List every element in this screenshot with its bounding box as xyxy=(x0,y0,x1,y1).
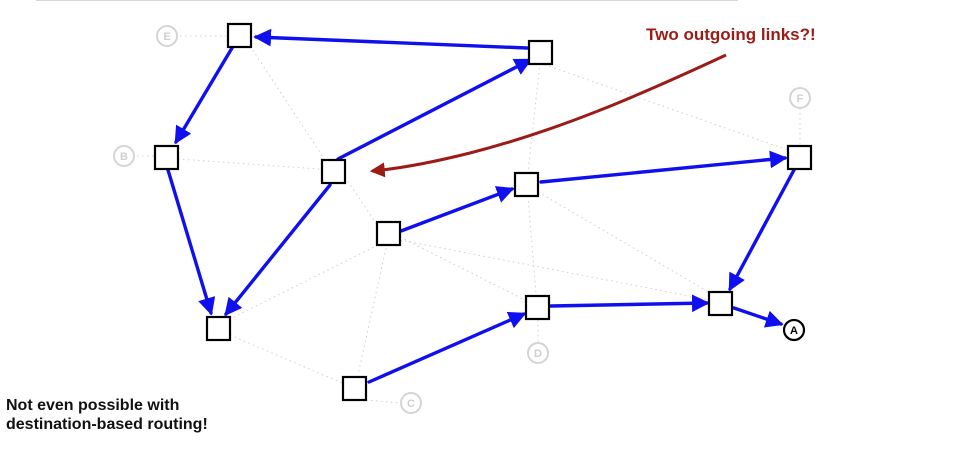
host-f-label: F xyxy=(797,93,804,105)
background-links xyxy=(137,35,801,404)
link-right-low-to-a xyxy=(732,306,784,328)
callout-text: Two outgoing links?! xyxy=(646,25,816,44)
router-node xyxy=(341,375,368,402)
router-node xyxy=(707,290,734,317)
router-node xyxy=(226,22,253,49)
link-c-to-d xyxy=(367,311,527,384)
host-d-label: D xyxy=(534,348,542,360)
faint-hosts: E B F D C xyxy=(113,25,811,414)
host-b-label: B xyxy=(120,151,128,163)
callout-arrow xyxy=(369,53,727,178)
footnote: Not even possible with destination-based… xyxy=(6,396,208,434)
router-node xyxy=(786,144,813,171)
link-top-left-to-b xyxy=(174,46,234,145)
link-middle-to-top-right xyxy=(336,58,533,161)
router-node xyxy=(513,171,540,198)
link-center-to-mid xyxy=(399,186,515,233)
footnote-line-2: destination-based routing! xyxy=(6,416,208,433)
destination-host: A xyxy=(782,318,806,342)
host-c-circle xyxy=(400,392,422,414)
directed-links xyxy=(166,28,796,384)
link-d-to-right-low xyxy=(549,294,710,313)
router-node xyxy=(205,315,232,342)
host-e-circle xyxy=(156,25,178,47)
link-middle-to-bottom-left xyxy=(224,183,332,317)
top-rule xyxy=(36,0,738,1)
router-nodes xyxy=(153,22,813,402)
host-b-circle xyxy=(113,145,135,167)
link-b-to-bottom-left xyxy=(166,168,216,316)
host-d-circle xyxy=(527,342,549,364)
link-f-to-right-low xyxy=(728,168,796,292)
host-a-circle xyxy=(782,318,806,342)
router-node xyxy=(153,144,180,171)
host-a-label: A xyxy=(790,325,798,337)
router-node xyxy=(375,220,402,247)
footnote-line-1: Not even possible with xyxy=(6,397,180,414)
host-c-label: C xyxy=(407,398,415,410)
link-mid-to-f xyxy=(539,150,788,184)
host-e-label: E xyxy=(163,31,170,43)
router-node xyxy=(527,39,554,66)
router-node xyxy=(524,294,551,321)
host-f-circle xyxy=(789,87,811,109)
router-node xyxy=(320,158,347,185)
link-top-right-to-top-left xyxy=(253,28,529,50)
